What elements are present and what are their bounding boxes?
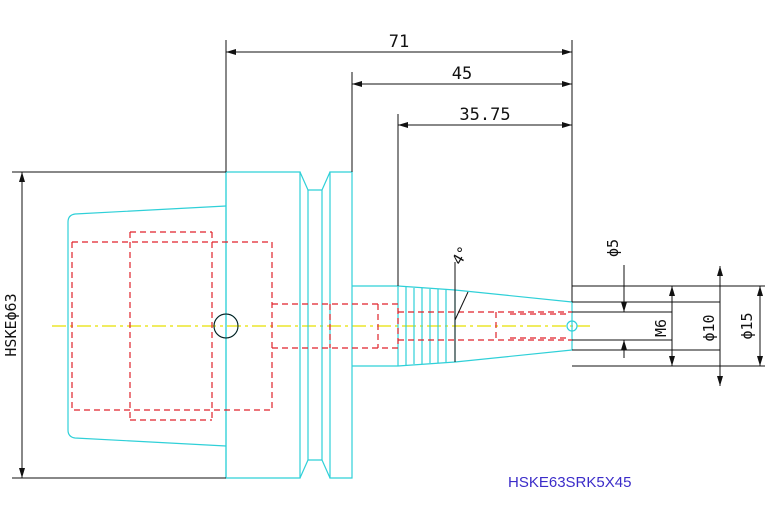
dim-thread: M6 [652,319,670,337]
dimension-lines [12,40,765,479]
dim-flange: HSKEϕ63 [2,293,20,356]
dim-overall-length: 71 [389,32,409,52]
dim-shank-diameter: ϕ15 [738,312,756,339]
dim-neck-length: 45 [452,64,472,84]
dim-bore: ϕ5 [604,239,622,257]
dim-taper-length: 35.75 [459,105,510,125]
part-number-label: HSKE63SRK5X45 [508,474,631,491]
dim-taper-angle: 4° [448,243,473,268]
hidden-lines [71,231,572,421]
dim-nose-diameter: ϕ10 [700,314,718,341]
part-outline [67,171,578,479]
